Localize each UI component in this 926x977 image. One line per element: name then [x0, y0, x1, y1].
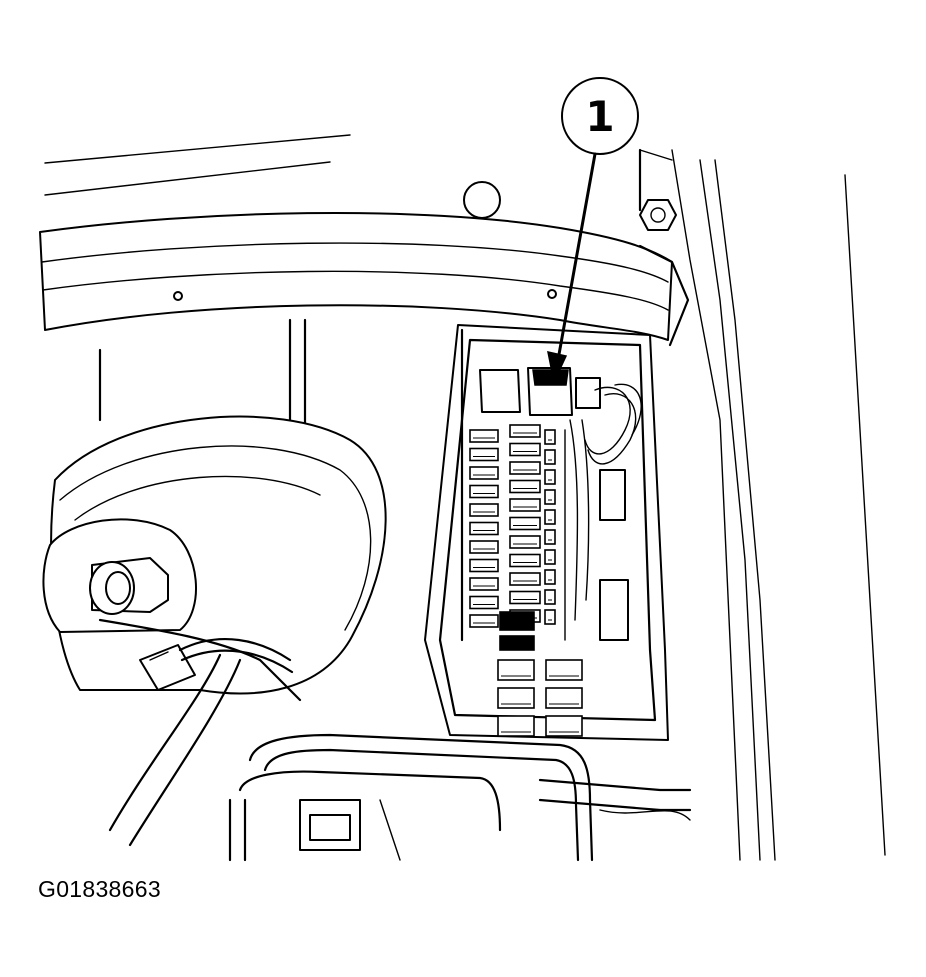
mini-fuse — [509, 479, 541, 494]
mini-fuse — [509, 535, 541, 549]
mini-fuse-slot — [544, 529, 556, 545]
lower-harness — [228, 733, 692, 862]
mini-fuse — [469, 429, 499, 443]
mini-fuse-slot — [544, 429, 556, 445]
cross-member — [39, 211, 690, 347]
mini-fuse-slot — [544, 489, 556, 505]
mini-fuse — [469, 484, 499, 499]
mini-fuse — [469, 466, 499, 480]
mini-fuse — [509, 516, 541, 531]
maxi-fuse-grid — [497, 611, 583, 737]
mini-fuse — [509, 424, 541, 438]
mini-fuse — [469, 503, 499, 517]
maxi-fuse — [545, 659, 583, 681]
maxi-fuse — [497, 659, 535, 681]
mini-fuse-slot — [544, 569, 556, 585]
mini-fuse-slot — [544, 509, 556, 525]
mini-fuse — [469, 540, 499, 554]
mini-fuse — [509, 590, 541, 605]
mini-fuse — [469, 595, 499, 610]
mini-fuse-slot — [544, 469, 556, 485]
callout-number: 1 — [585, 92, 614, 141]
maxi-fuse — [499, 635, 535, 651]
maxi-fuse — [499, 611, 535, 631]
mini-fuse — [469, 614, 499, 628]
mini-fuse — [509, 553, 541, 568]
mini-fuse-column-left — [469, 429, 499, 628]
mini-fuse-slot — [544, 449, 556, 465]
mount-knob — [463, 181, 501, 219]
mini-fuse — [469, 558, 499, 573]
mounting-bolt — [639, 199, 677, 231]
figure-id-label: G01838663 — [38, 876, 161, 902]
mini-fuse — [469, 521, 499, 536]
maxi-fuse — [497, 687, 535, 709]
mini-fuse-slot — [544, 609, 556, 625]
mini-fuse — [509, 498, 541, 512]
body-panel-lines — [44, 134, 886, 861]
mini-fuse — [469, 577, 499, 591]
mini-fuse-column-right — [509, 424, 556, 625]
maxi-fuse — [497, 715, 535, 737]
mini-fuse — [469, 447, 499, 462]
brake-booster — [42, 318, 387, 695]
wire-bundle — [564, 383, 642, 641]
mini-fuse — [509, 461, 541, 475]
maxi-fuse — [545, 687, 583, 709]
harness-connector — [98, 618, 302, 847]
mini-fuse — [509, 442, 541, 457]
mini-fuse — [509, 572, 541, 586]
mini-fuse-slot — [544, 589, 556, 605]
callout-1: 1 — [547, 77, 639, 385]
maxi-fuse — [545, 715, 583, 737]
mini-fuse-slot — [544, 549, 556, 565]
